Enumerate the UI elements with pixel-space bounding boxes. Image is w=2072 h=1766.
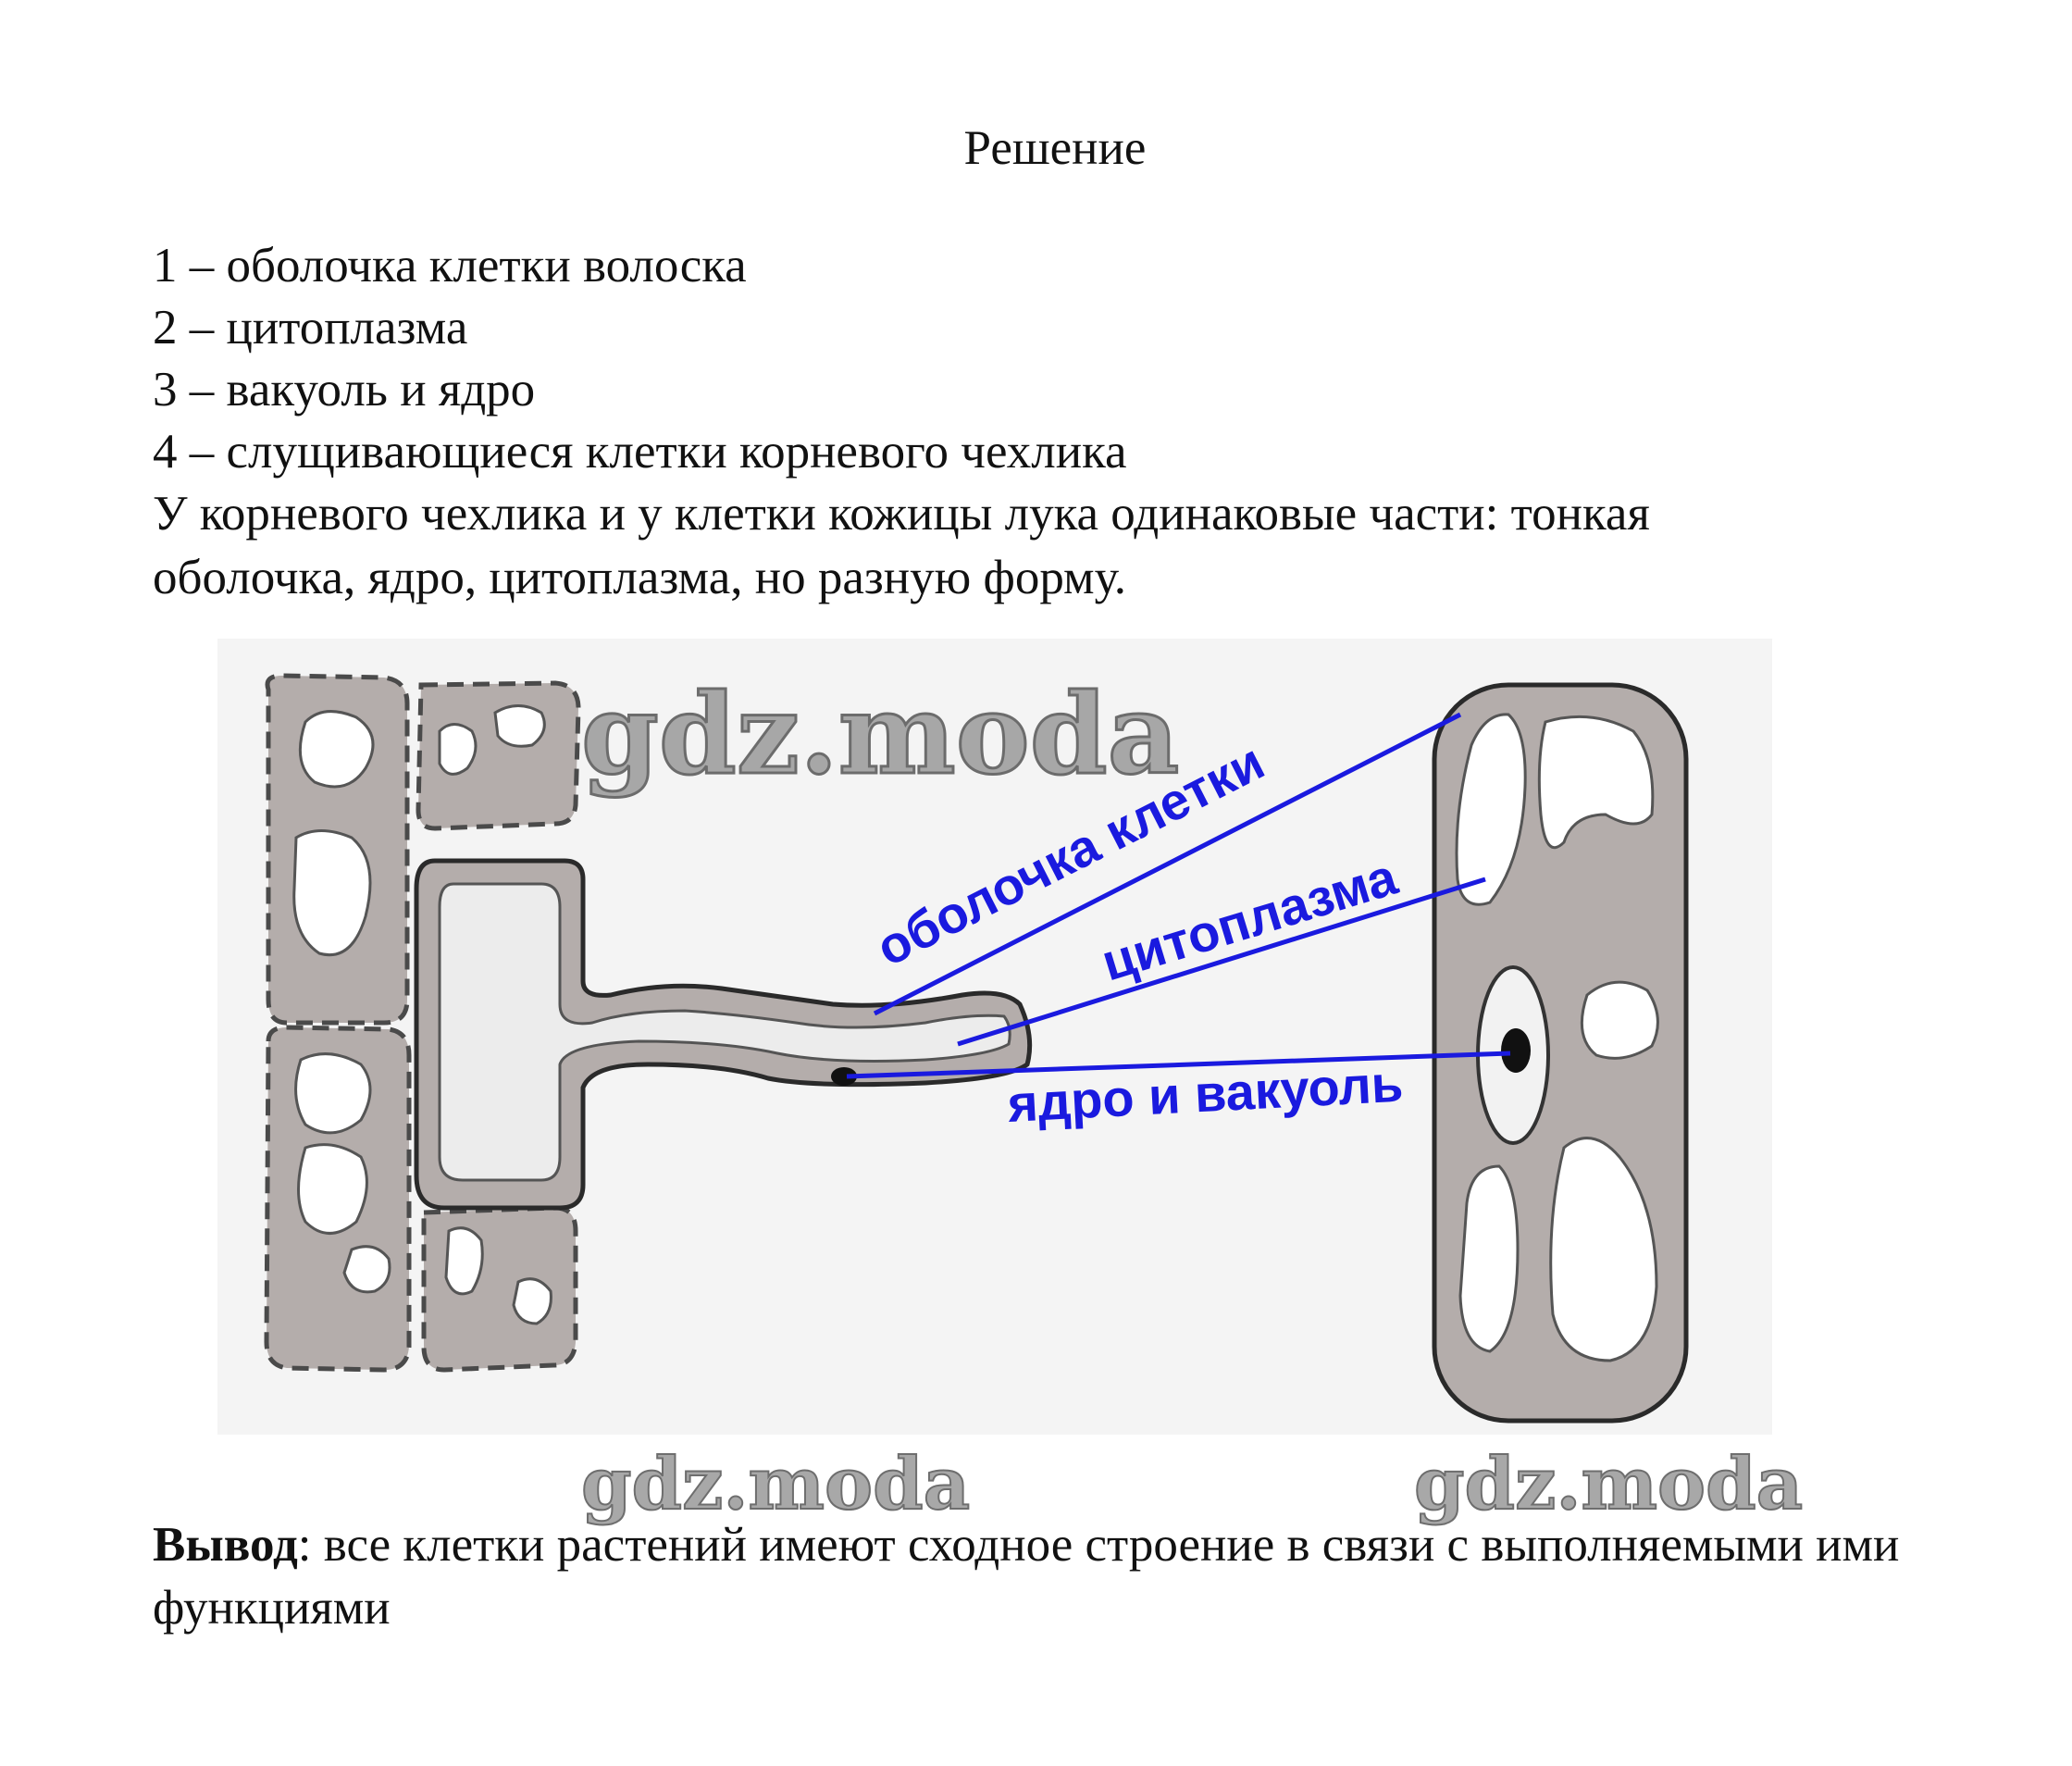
cell-diagram: оболочка клетки цитоплазма ядро и вакуол…: [217, 639, 1804, 1527]
onion-skin-cell: [1432, 682, 1689, 1424]
onion-vacuole: [1537, 715, 1655, 850]
onion-nucleus: [1501, 1028, 1531, 1073]
root-cap-vacuole: [512, 1277, 552, 1325]
conclusion-text: : все клетки растений имеют сходное стро…: [153, 1518, 1900, 1635]
root-cap-vacuoles: [292, 704, 552, 1325]
root-cap-vacuole: [493, 704, 546, 748]
root-hair-nucleus: [831, 1067, 857, 1086]
onion-vacuole: [1458, 1164, 1520, 1353]
root-hair-cell: [414, 858, 1033, 1211]
answer-line-5: У корневого чехлика и у клетки кожицы лу…: [153, 487, 1650, 541]
answer-line-3: 3 – вакуоль и ядро: [153, 363, 536, 417]
answer-line-6: оболочка, ядро, цитоплазма, но разную фо…: [153, 551, 1127, 604]
root-cap-vacuole: [294, 1052, 372, 1135]
root-cap-vacuole: [342, 1245, 391, 1294]
conclusion: Вывод: все клетки растений имеют сходное…: [153, 1513, 1957, 1639]
watermark: gdz.moda: [581, 669, 1179, 800]
answer-line-2: 2 – цитоплазма: [153, 301, 468, 354]
answer-line-4: 4 – слущивающиеся клетки корневого чехли…: [153, 425, 1127, 479]
root-cap-vacuole: [444, 1226, 484, 1296]
pointer-line-nucleus: [846, 1051, 1511, 1079]
conclusion-label: Вывод: [153, 1518, 298, 1572]
pointer-line-membrane: [873, 712, 1462, 1016]
root-cap-vacuole: [292, 829, 372, 956]
page-title: Решение: [963, 121, 1147, 175]
onion-vacuole: [1549, 1137, 1658, 1362]
onion-vacuole: [1580, 980, 1659, 1060]
root-cap-vacuole: [297, 1143, 368, 1235]
root-hair-vacuole: [438, 882, 1011, 1182]
watermark: gdz.moda: [1414, 1442, 1803, 1526]
root-cap-vacuole: [298, 710, 375, 789]
root-cap-cell: [421, 1205, 578, 1373]
pointer-lines: [846, 712, 1511, 1079]
watermark: gdz.moda: [581, 1442, 970, 1526]
pointer-line-cytoplasm: [957, 877, 1486, 1047]
root-cap-vacuole: [438, 723, 478, 776]
answer-line-1: 1 – оболочка клетки волоска: [153, 239, 747, 292]
onion-vacuole: [1455, 713, 1527, 906]
